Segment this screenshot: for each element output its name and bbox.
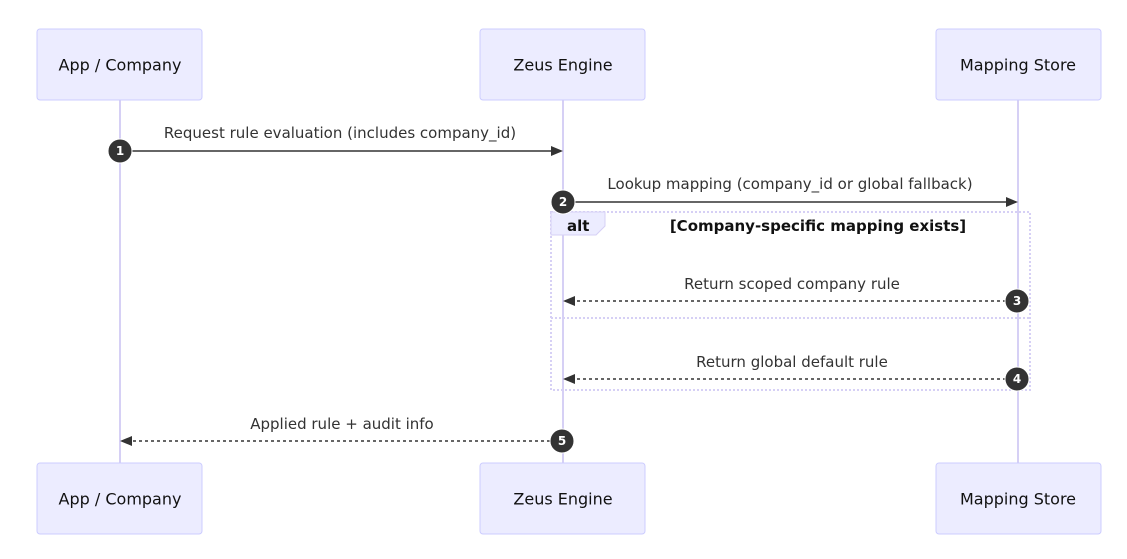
alt-condition: [Company-specific mapping exists] — [670, 217, 966, 235]
sequence-number: 5 — [558, 434, 566, 448]
actor-label: Mapping Store — [960, 56, 1076, 75]
sequence-number-badge — [1004, 366, 1030, 392]
message-label: Return scoped company rule — [684, 275, 900, 293]
sequence-number: 1 — [116, 144, 124, 158]
message-label: Applied rule + audit info — [250, 415, 434, 433]
sequence-number-badge — [550, 189, 576, 215]
actor-top-zeus: Zeus Engine — [479, 28, 646, 101]
actor-bottom-app: App / Company — [36, 462, 203, 535]
sequence-number: 2 — [559, 195, 567, 209]
message-label: Request rule evaluation (includes compan… — [164, 124, 516, 143]
message-5: Applied rule + audit info 5 — [120, 415, 575, 454]
alt-frame — [550, 211, 1031, 391]
actor-label: Mapping Store — [960, 490, 1076, 509]
sequence-number-badge — [107, 138, 133, 164]
actor-bottom-zeus: Zeus Engine — [479, 462, 646, 535]
message-3: Return scoped company rule 3 — [563, 275, 1030, 314]
actor-top-app: App / Company — [36, 28, 203, 101]
actor-label: Zeus Engine — [513, 56, 612, 75]
message-1: Request rule evaluation (includes compan… — [107, 124, 563, 164]
sequence-number-badge — [1004, 288, 1030, 314]
actor-top-store: Mapping Store — [935, 28, 1102, 101]
alt-keyword: alt — [567, 217, 589, 235]
sequence-number: 3 — [1013, 294, 1021, 308]
actor-label: Zeus Engine — [513, 490, 612, 509]
sequence-number-badge — [549, 428, 575, 454]
actor-label: App / Company — [59, 56, 182, 75]
sequence-number: 4 — [1013, 372, 1021, 386]
alt-block: alt [Company-specific mapping exists] — [550, 211, 1031, 391]
message-4: Return global default rule 4 — [563, 353, 1030, 392]
actor-label: App / Company — [59, 490, 182, 509]
actor-bottom-store: Mapping Store — [935, 462, 1102, 535]
message-label: Lookup mapping (company_id or global fal… — [607, 175, 972, 194]
message-label: Return global default rule — [696, 353, 888, 371]
message-2: Lookup mapping (company_id or global fal… — [550, 175, 1018, 215]
alt-label-tab — [550, 211, 606, 236]
